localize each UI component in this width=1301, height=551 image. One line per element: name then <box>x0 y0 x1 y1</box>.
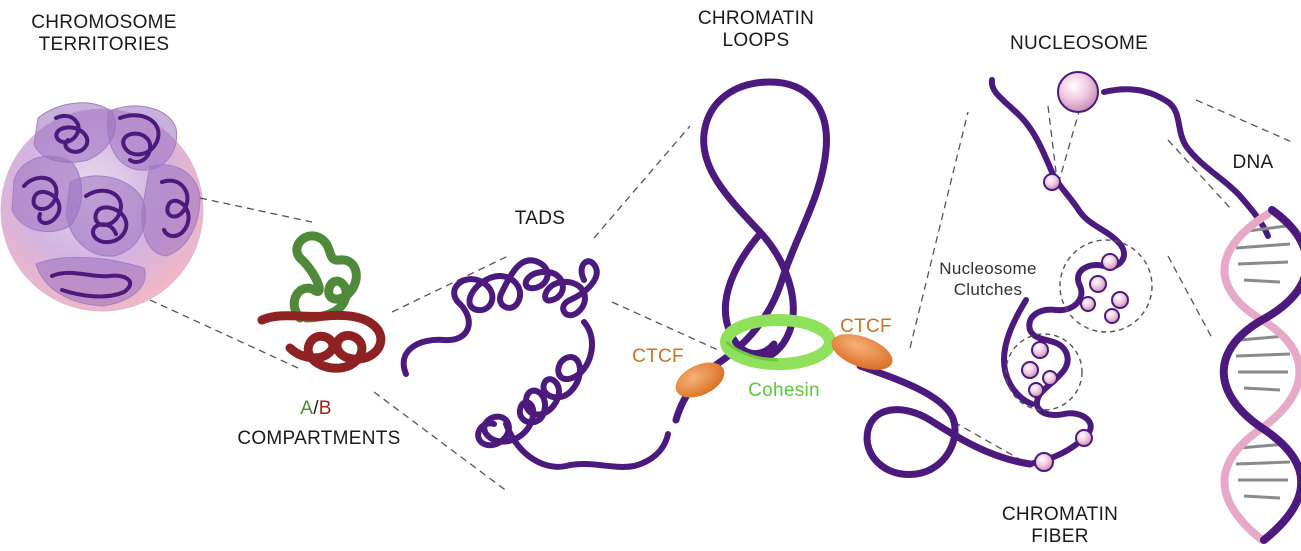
label-line: CHROMATIN <box>1001 504 1119 525</box>
label-line: Clutches <box>953 280 1023 299</box>
label-chromatin-loops: CHROMATIN LOOPS <box>688 8 824 52</box>
compartment-b <box>257 310 386 373</box>
chromatin-fiber <box>988 77 1271 467</box>
label-ctcf-left: CTCF <box>632 346 684 367</box>
ctcf-right <box>831 334 893 370</box>
compartment-a <box>289 231 361 323</box>
label-ctcf-right: CTCF <box>840 316 892 337</box>
zoom-guides <box>149 99 1293 493</box>
label-compartment-b: B <box>318 398 332 419</box>
tads-fiber <box>400 257 671 470</box>
label-cohesin: Cohesin <box>748 380 820 401</box>
label-compartment-separator: / <box>313 398 319 419</box>
label-dna: DNA <box>1232 152 1274 173</box>
chromosome-fibers <box>22 113 191 299</box>
dna-helix <box>1219 206 1301 544</box>
nucleus <box>0 102 204 312</box>
label-line: CHROMATIN <box>697 8 815 29</box>
label-compartments: COMPARTMENTS <box>237 428 401 449</box>
label-line: Nucleosome <box>939 259 1037 278</box>
label-chromatin-fiber: CHROMATIN FIBER <box>1000 504 1120 548</box>
clutch-circles <box>1005 239 1153 411</box>
label-line: LOOPS <box>722 30 790 51</box>
label-chromosome-territories: CHROMOSOME TERRITORIES <box>6 12 202 56</box>
label-nucleosome: NUCLEOSOME <box>1010 33 1149 54</box>
nucleosome-beads <box>1021 71 1129 472</box>
cohesin-ring <box>720 314 836 370</box>
ctcf-left <box>675 362 725 398</box>
label-tads: TADS <box>514 208 566 229</box>
label-line: CHROMOSOME <box>31 12 177 33</box>
label-nucleosome-clutches: Nucleosome Clutches <box>934 258 1042 300</box>
label-line: TERRITORIES <box>38 34 170 55</box>
label-ab: A/B <box>296 398 336 420</box>
label-line: FIBER <box>1031 526 1089 547</box>
label-compartment-a: A <box>300 398 314 419</box>
